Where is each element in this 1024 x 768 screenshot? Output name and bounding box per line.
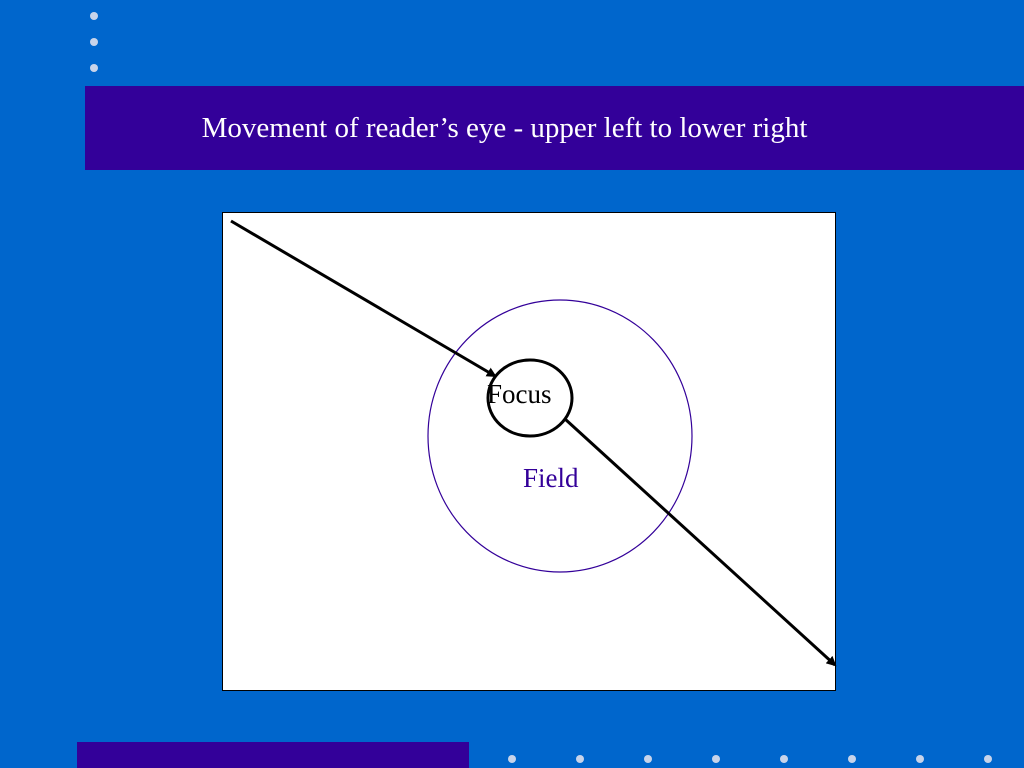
decorative-dot	[90, 12, 98, 20]
decorative-dot	[90, 64, 98, 72]
field-label: Field	[523, 463, 579, 493]
decorative-dot	[848, 755, 856, 763]
decorative-dot	[508, 755, 516, 763]
decorative-dot	[90, 38, 98, 46]
diagram-canvas	[230, 219, 837, 667]
decorative-dot	[644, 755, 652, 763]
title-band: Movement of reader’s eye - upper left to…	[85, 86, 1024, 170]
slide-title: Movement of reader’s eye - upper left to…	[201, 111, 808, 144]
eye-path-arrow-in	[230, 219, 497, 378]
eye-movement-diagram: Focus Field	[222, 212, 837, 691]
focus-label: Focus	[487, 379, 552, 409]
decorative-dot	[712, 755, 720, 763]
decorative-dot	[780, 755, 788, 763]
decorative-dot	[984, 755, 992, 763]
footer-band	[77, 742, 469, 768]
focus-circle	[486, 358, 574, 438]
field-circle	[427, 299, 693, 573]
eye-path-arrow-out	[563, 417, 837, 667]
decorative-dot	[916, 755, 924, 763]
decorative-dot	[576, 755, 584, 763]
